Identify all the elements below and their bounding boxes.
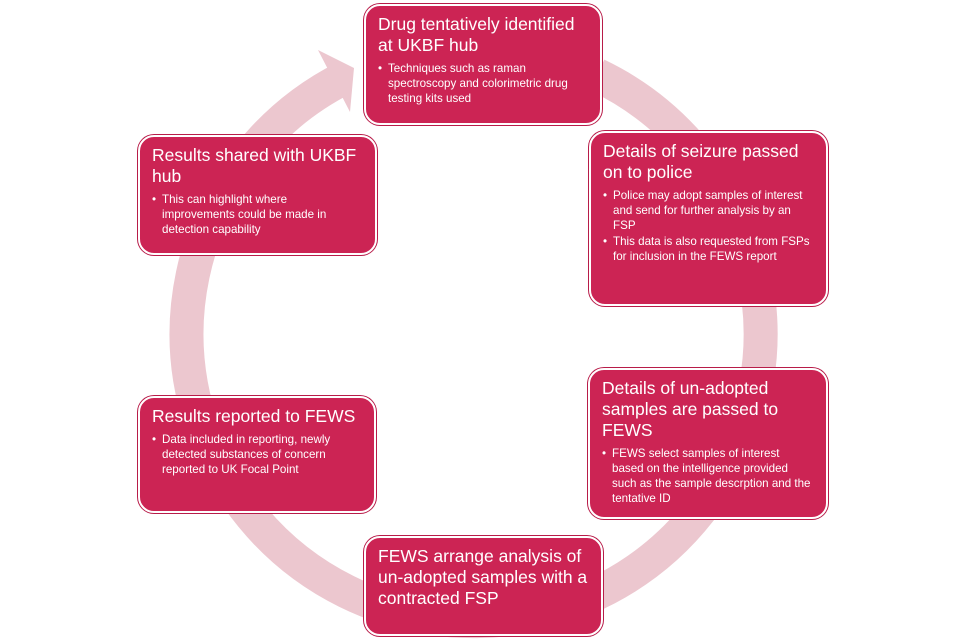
step-title: FEWS arrange analysis of un-adopted samp… bbox=[378, 546, 588, 608]
step-title: Details of seizure passed on to police bbox=[603, 141, 799, 182]
bullet-item: FEWS select samples of interest based on… bbox=[602, 446, 814, 506]
bullet-list: This can highlight where improvements co… bbox=[152, 192, 363, 237]
bullet-item: Techniques such as raman spectroscopy an… bbox=[378, 61, 588, 106]
step-title: Drug tentatively identified at UKBF hub bbox=[378, 14, 575, 55]
step-unadopted-to-fews: Details of un-adopted samples are passed… bbox=[588, 368, 828, 519]
step-results-shared-ukbf: Results shared with UKBF hub This can hi… bbox=[138, 135, 377, 255]
cycle-arrowhead bbox=[318, 50, 354, 112]
bullet-item: This can highlight where improvements co… bbox=[152, 192, 363, 237]
bullet-list: Police may adopt samples of interest and… bbox=[603, 188, 814, 264]
step-results-to-fews: Results reported to FEWS Data included i… bbox=[138, 396, 376, 513]
bullet-list: Data included in reporting, newly detect… bbox=[152, 432, 362, 477]
step-title: Details of un-adopted samples are passed… bbox=[602, 378, 779, 440]
step-title: Results reported to FEWS bbox=[152, 406, 356, 426]
bullet-item: This data is also requested from FSPs fo… bbox=[603, 234, 814, 264]
bullet-item: Police may adopt samples of interest and… bbox=[603, 188, 814, 233]
step-title: Results shared with UKBF hub bbox=[152, 145, 357, 186]
bullet-item: Data included in reporting, newly detect… bbox=[152, 432, 362, 477]
bullet-list: FEWS select samples of interest based on… bbox=[602, 446, 814, 506]
step-drug-identified: Drug tentatively identified at UKBF hub … bbox=[364, 4, 602, 125]
step-fews-arrange-analysis: FEWS arrange analysis of un-adopted samp… bbox=[364, 536, 603, 636]
bullet-list: Techniques such as raman spectroscopy an… bbox=[378, 61, 588, 106]
step-seizure-to-police: Details of seizure passed on to police P… bbox=[589, 131, 828, 306]
